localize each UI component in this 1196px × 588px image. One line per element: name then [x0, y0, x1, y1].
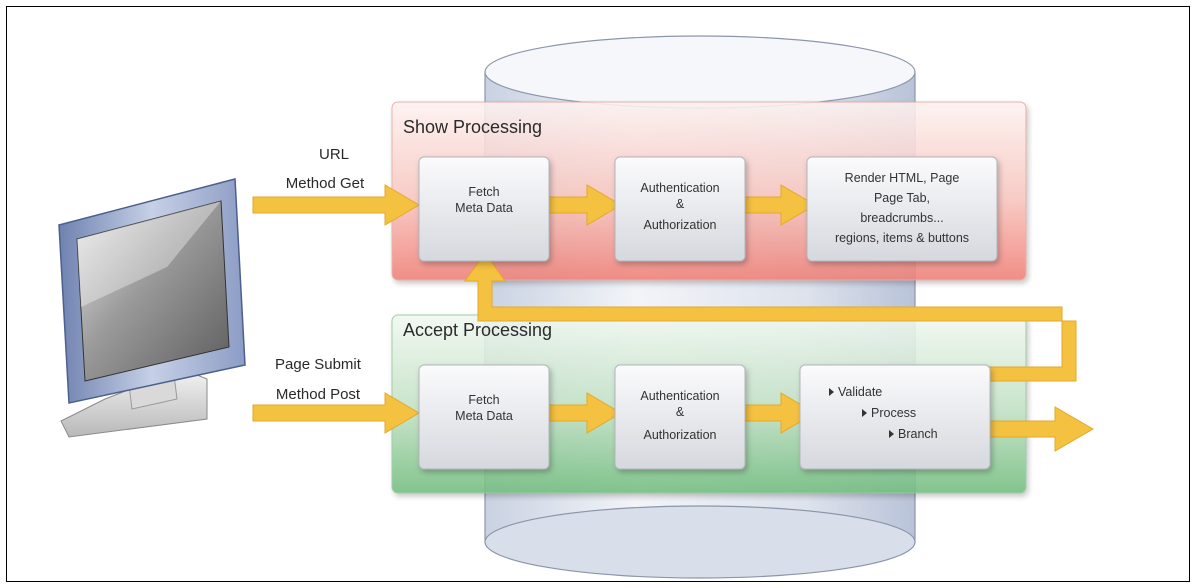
arrow-show-auth-to-render — [742, 184, 816, 226]
show-step-fetch: Fetch Meta Data — [418, 156, 550, 262]
svg-text:Authorization: Authorization — [644, 428, 717, 442]
accept-input-label-submit: Page Submit — [275, 356, 362, 373]
svg-text:breadcrumbs...: breadcrumbs... — [860, 211, 943, 225]
accept-step-auth: Authentication & Authorization — [614, 364, 746, 470]
bullet-triangle-icon — [862, 409, 867, 417]
svg-text:Authentication: Authentication — [640, 181, 719, 195]
arrow-show-fetch-to-auth — [548, 184, 622, 226]
diagram-frame: Show Processing Accept Processing URL Me… — [6, 6, 1190, 582]
accept-step-fetch: Fetch Meta Data — [418, 364, 550, 470]
arrow-get-to-fetch — [252, 184, 420, 226]
computer-monitor-icon — [58, 178, 246, 438]
arrow-loop-back — [464, 252, 1077, 382]
show-step-auth: Authentication & Authorization — [614, 156, 746, 262]
bullet-triangle-icon — [889, 430, 894, 438]
svg-text:regions, items & buttons: regions, items & buttons — [835, 231, 969, 245]
accept-input-label-method: Method Post — [276, 386, 361, 403]
arrow-branch-out — [984, 406, 1094, 452]
svg-text:Page Tab,: Page Tab, — [874, 191, 930, 205]
svg-text:&: & — [676, 197, 685, 211]
processing-diagram: Show Processing Accept Processing URL Me… — [58, 35, 1094, 579]
svg-text:Branch: Branch — [898, 427, 938, 441]
show-processing-title: Show Processing — [403, 117, 542, 137]
flow-arrows — [252, 184, 1094, 452]
bullet-triangle-icon — [829, 388, 834, 396]
show-input-label-method: Method Get — [286, 175, 365, 192]
svg-text:Meta Data: Meta Data — [455, 201, 513, 215]
svg-text:&: & — [676, 405, 685, 419]
svg-text:Meta Data: Meta Data — [455, 409, 513, 423]
svg-text:Authorization: Authorization — [644, 218, 717, 232]
accept-step-validate: Validate Process Branch — [799, 364, 991, 470]
svg-text:Validate: Validate — [838, 385, 882, 399]
svg-text:Authentication: Authentication — [640, 389, 719, 403]
svg-text:Render HTML, Page: Render HTML, Page — [845, 171, 960, 185]
show-step-render: Render HTML, Page Page Tab, breadcrumbs.… — [806, 156, 998, 262]
arrow-post-to-fetch — [252, 392, 420, 434]
svg-text:Fetch: Fetch — [468, 185, 499, 199]
svg-text:Process: Process — [871, 406, 916, 420]
show-input-label-url: URL — [319, 146, 349, 163]
svg-text:Fetch: Fetch — [468, 393, 499, 407]
arrow-accept-fetch-to-auth — [548, 392, 622, 434]
accept-processing-title: Accept Processing — [403, 320, 552, 340]
arrow-accept-auth-to-branch — [742, 392, 816, 434]
